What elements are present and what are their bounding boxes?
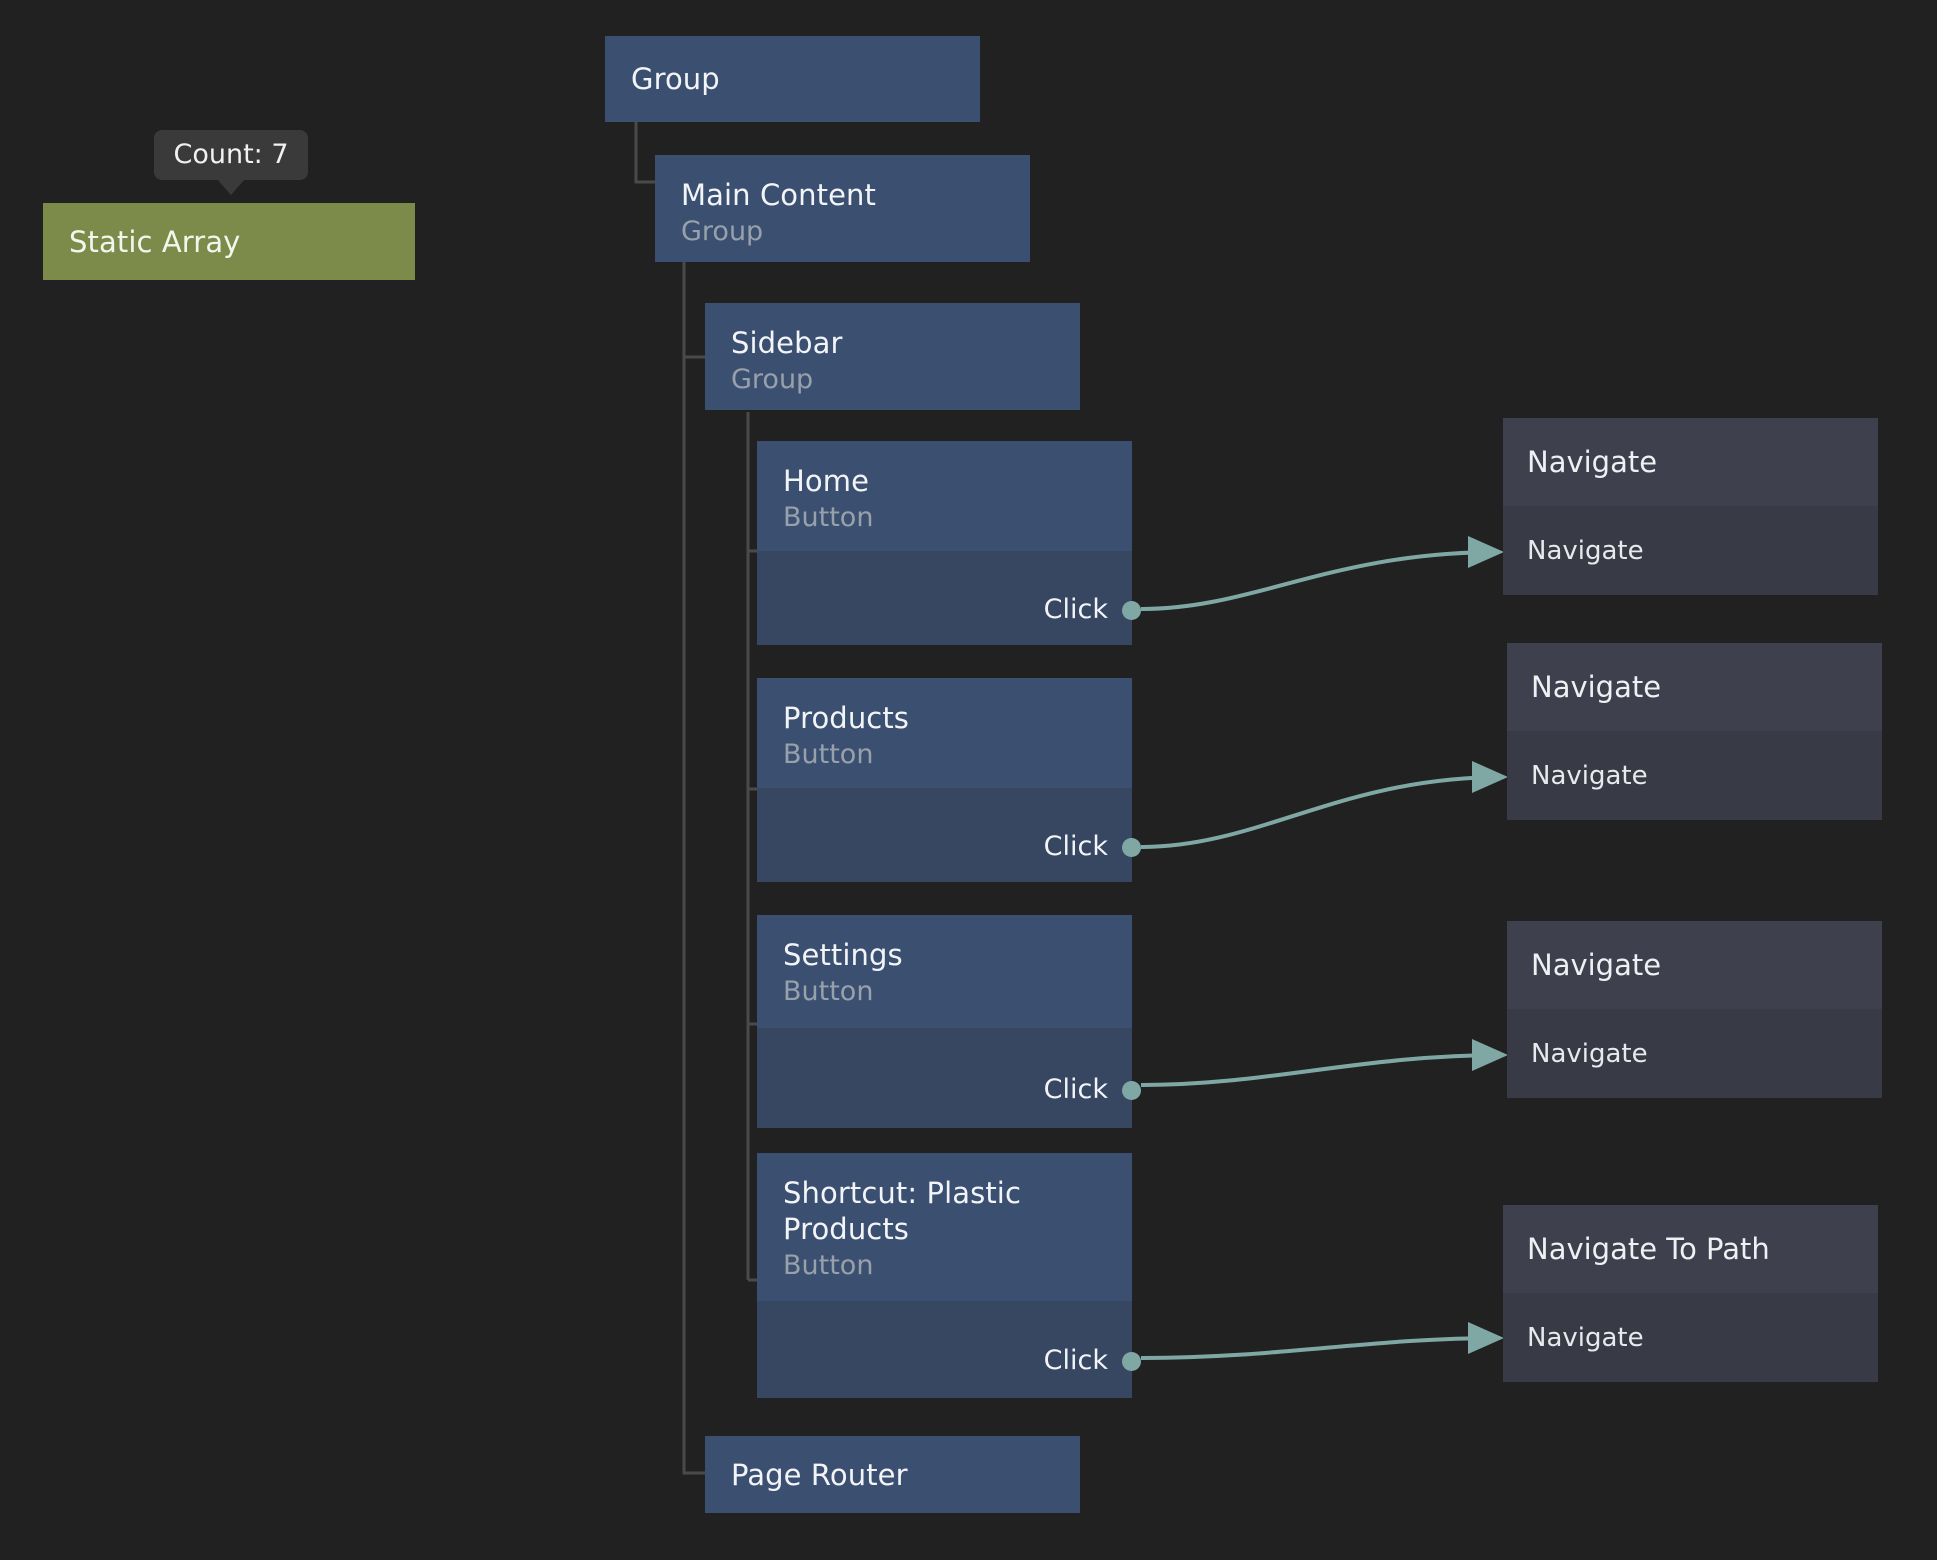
action-node-navigate-to-path-input-label: Navigate (1527, 1322, 1644, 1353)
action-node-navigate-to-path-title: Navigate To Path (1527, 1232, 1770, 1266)
count-tooltip: Count: 7 (154, 130, 308, 195)
tree-node-products-click-port[interactable]: Click (1043, 831, 1141, 862)
tree-node-home-title: Home (783, 464, 870, 498)
tree-node-shortcut-plastic-products-title: Shortcut: Plastic Products (783, 1176, 1022, 1246)
action-node-navigate-1-header: Navigate (1503, 418, 1878, 506)
tree-node-products-subtitle: Button (783, 739, 874, 770)
output-port-dot-icon[interactable] (1122, 1080, 1141, 1100)
action-node-navigate-1-title: Navigate (1527, 445, 1658, 479)
tree-node-sidebar-header: Sidebar Group (705, 303, 1080, 410)
tree-node-products-body: Click (757, 788, 1141, 882)
count-tooltip-label: Count: 7 (173, 139, 289, 170)
tree-node-group[interactable]: Group (605, 36, 980, 122)
tree-node-shortcut-plastic-products[interactable]: Shortcut: Plastic Products Button Click (757, 1153, 1141, 1398)
tree-node-main-content-title: Main Content (681, 178, 876, 212)
tree-node-home-subtitle: Button (783, 502, 874, 533)
tree-node-settings-subtitle: Button (783, 976, 874, 1007)
tree-node-page-router-title: Page Router (731, 1457, 908, 1492)
action-node-navigate-1-input-label: Navigate (1527, 535, 1644, 566)
tree-node-settings-click-label: Click (1043, 1074, 1108, 1105)
tree-node-products-title: Products (783, 701, 910, 735)
output-port-dot-icon[interactable] (1122, 1351, 1141, 1371)
tree-node-shortcut-plastic-products-body: Click (757, 1301, 1141, 1398)
tree-node-main-content[interactable]: Main Content Group (655, 155, 1030, 262)
tree-node-main-content-header: Main Content Group (655, 155, 1030, 262)
action-node-navigate-3-header: Navigate (1507, 921, 1882, 1009)
action-node-navigate-2-input-label: Navigate (1531, 760, 1648, 791)
tree-node-sidebar-title: Sidebar (731, 326, 843, 360)
tree-node-shortcut-plastic-products-header: Shortcut: Plastic Products Button (757, 1153, 1132, 1301)
tree-node-home-body: Click (757, 551, 1141, 645)
tree-node-main-content-subtitle: Group (681, 216, 764, 247)
action-node-navigate-2-header: Navigate (1507, 643, 1882, 731)
tree-node-settings-click-port[interactable]: Click (1043, 1074, 1141, 1105)
action-node-navigate-2[interactable]: Navigate Navigate (1507, 643, 1882, 820)
action-node-navigate-1[interactable]: Navigate Navigate (1503, 418, 1878, 595)
action-node-navigate-3-title: Navigate (1531, 948, 1662, 982)
tree-node-home-click-port[interactable]: Click (1043, 594, 1141, 625)
tree-node-shortcut-plastic-products-click-port[interactable]: Click (1043, 1345, 1141, 1376)
tree-node-home-click-label: Click (1043, 594, 1108, 625)
action-node-navigate-2-title: Navigate (1531, 670, 1662, 704)
tree-node-sidebar[interactable]: Sidebar Group (705, 303, 1080, 410)
static-array-node-title: Static Array (69, 224, 241, 259)
tree-node-settings-title: Settings (783, 938, 903, 972)
tree-node-settings[interactable]: Settings Button Click (757, 915, 1141, 1128)
static-array-node[interactable]: Static Array (43, 203, 415, 280)
tree-node-shortcut-plastic-products-subtitle: Button (783, 1250, 874, 1281)
tooltip-arrow-icon (217, 179, 245, 195)
action-node-navigate-2-body[interactable]: Navigate (1507, 731, 1882, 820)
tree-node-home[interactable]: Home Button Click (757, 441, 1141, 645)
action-node-navigate-1-body[interactable]: Navigate (1503, 506, 1878, 595)
tree-node-products-click-label: Click (1043, 831, 1108, 862)
tree-node-home-header: Home Button (757, 441, 1132, 551)
action-node-navigate-to-path-body[interactable]: Navigate (1503, 1293, 1878, 1382)
tree-node-group-title: Group (631, 62, 720, 96)
tree-node-shortcut-plastic-products-click-label: Click (1043, 1345, 1108, 1376)
tree-node-settings-body: Click (757, 1028, 1141, 1128)
tree-node-sidebar-subtitle: Group (731, 364, 814, 395)
action-node-navigate-3-input-label: Navigate (1531, 1038, 1648, 1069)
action-node-navigate-to-path-header: Navigate To Path (1503, 1205, 1878, 1293)
action-node-navigate-3[interactable]: Navigate Navigate (1507, 921, 1882, 1098)
output-port-dot-icon[interactable] (1122, 600, 1141, 620)
tree-node-products-header: Products Button (757, 678, 1132, 788)
action-node-navigate-3-body[interactable]: Navigate (1507, 1009, 1882, 1098)
tree-node-products[interactable]: Products Button Click (757, 678, 1141, 882)
tree-node-settings-header: Settings Button (757, 915, 1132, 1028)
tree-node-page-router[interactable]: Page Router (705, 1436, 1080, 1513)
action-node-navigate-to-path[interactable]: Navigate To Path Navigate (1503, 1205, 1878, 1382)
output-port-dot-icon[interactable] (1122, 837, 1141, 857)
